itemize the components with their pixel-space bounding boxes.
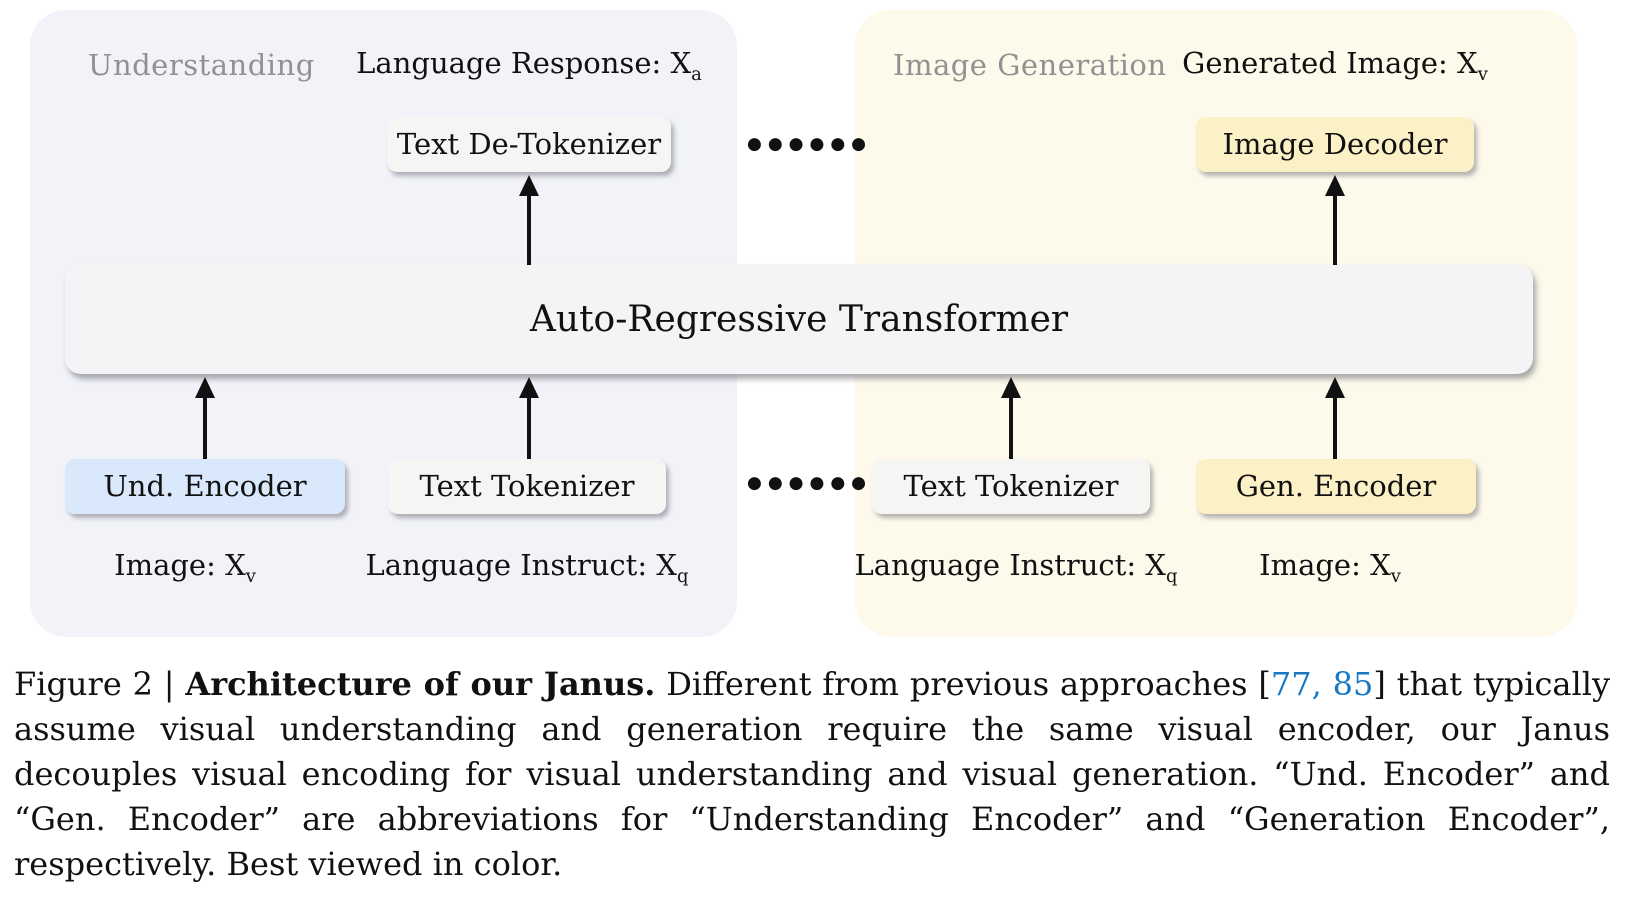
figure-caption: Figure 2 | Architecture of our Janus. Di… bbox=[14, 662, 1610, 887]
caption-body-start: Different from previous approaches [ bbox=[655, 665, 1271, 703]
language-instruct-label-left: Language Instruct: Xq bbox=[365, 548, 689, 587]
image-input-label-left: Image: Xv bbox=[114, 548, 256, 587]
citation-separator: , bbox=[1311, 665, 1333, 703]
arrow-up-to-text-de-tokenizer bbox=[518, 175, 540, 265]
text-tokenizer-box-left: Text Tokenizer bbox=[388, 459, 666, 514]
citation-link-77[interactable]: 77 bbox=[1270, 665, 1312, 703]
arrowhead-icon bbox=[1001, 377, 1021, 398]
und-encoder-box: Und. Encoder bbox=[65, 459, 345, 514]
arrowhead-icon bbox=[1325, 175, 1345, 196]
architecture-diagram: Understanding Image Generation Language … bbox=[30, 10, 1577, 637]
citation-link-85[interactable]: 85 bbox=[1332, 665, 1374, 703]
ellipsis-dots-bottom: ●●●●●● bbox=[747, 473, 873, 493]
auto-regressive-transformer-box: Auto-Regressive Transformer bbox=[65, 264, 1533, 374]
text-tokenizer-box-right: Text Tokenizer bbox=[872, 459, 1150, 514]
arrow-up-to-image-decoder bbox=[1324, 175, 1346, 265]
caption-bold-title: Architecture of our Janus. bbox=[185, 665, 656, 703]
caption-figure-label: Figure 2 | bbox=[14, 665, 186, 703]
image-input-label-right: Image: Xv bbox=[1259, 548, 1401, 587]
image-generation-section-label: Image Generation bbox=[893, 48, 1167, 82]
arrow-up-from-text-tokenizer-left bbox=[518, 377, 540, 459]
arrow-up-from-und-encoder bbox=[194, 377, 216, 459]
gen-encoder-box: Gen. Encoder bbox=[1196, 459, 1476, 514]
language-response-label: Language Response: Xa bbox=[356, 46, 702, 85]
understanding-section-label: Understanding bbox=[88, 48, 315, 82]
arrow-up-from-gen-encoder bbox=[1324, 377, 1346, 459]
arrowhead-icon bbox=[519, 175, 539, 196]
generated-image-label: Generated Image: Xv bbox=[1182, 46, 1488, 85]
language-instruct-label-right: Language Instruct: Xq bbox=[854, 548, 1178, 587]
arrow-up-from-text-tokenizer-right bbox=[1000, 377, 1022, 459]
ellipsis-dots-top: ●●●●●● bbox=[747, 134, 873, 154]
image-decoder-box: Image Decoder bbox=[1196, 117, 1474, 172]
text-de-tokenizer-box: Text De-Tokenizer bbox=[387, 117, 671, 172]
arrowhead-icon bbox=[195, 377, 215, 398]
arrowhead-icon bbox=[1325, 377, 1345, 398]
caption-body-end: ] that typically assume visual understan… bbox=[14, 665, 1611, 883]
arrowhead-icon bbox=[519, 377, 539, 398]
